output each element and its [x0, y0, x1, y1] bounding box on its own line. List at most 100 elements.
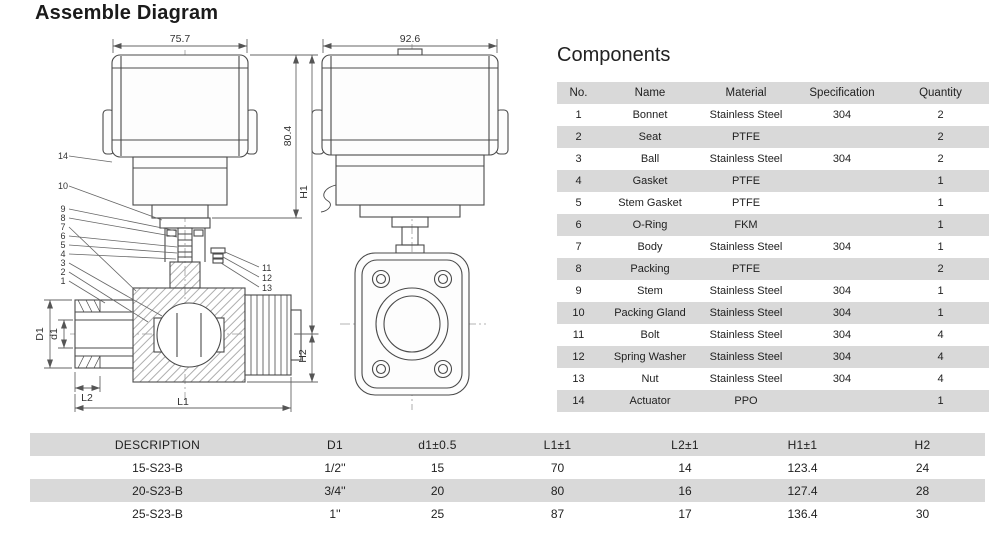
component-name: Gasket: [600, 170, 700, 192]
component-name: Bolt: [640, 329, 660, 341]
component-no: 13: [572, 373, 585, 385]
component-specification: 304: [792, 346, 892, 368]
size-col-h1: H1±1: [745, 433, 860, 456]
component-name: Ball: [640, 153, 660, 165]
dim-front-width-label: 75.7: [170, 33, 191, 45]
component-no: 4: [557, 170, 600, 192]
components-row: 11 Bolt Stainless Steel 304 4: [557, 324, 989, 346]
size-table-body: 15-S23-B 1/2'' 15 70 14 123.4 24 20-S23-…: [30, 456, 985, 525]
part-number-label: 14: [58, 151, 68, 161]
component-quantity: 2: [937, 153, 944, 165]
dim-actuator-height-label: 80.4: [282, 126, 294, 147]
part-number-label: 11: [262, 263, 271, 273]
component-specification: 304: [832, 373, 852, 385]
size-h1: 123.4: [787, 460, 818, 475]
size-h1: 136.4: [787, 506, 818, 521]
component-quantity: 4: [892, 346, 989, 368]
size-d1-small: 25: [430, 506, 445, 521]
actuator-front: [102, 54, 258, 219]
dim-h1-label: H1: [298, 185, 310, 199]
bracket-side: [391, 216, 429, 254]
size-d1: 3/4'': [285, 479, 385, 502]
component-quantity: 1: [892, 214, 989, 236]
component-material: PTFE: [731, 197, 761, 209]
component-no: 6: [557, 214, 600, 236]
page-title: Assemble Diagram: [35, 2, 219, 24]
component-specification: 304: [832, 109, 852, 121]
part-number-label: 9: [60, 204, 65, 214]
part-number-label: 6: [60, 231, 65, 241]
component-name: Nut: [641, 373, 659, 385]
component-material: PTFE: [700, 258, 792, 280]
components-row: 6 O-Ring FKM 1: [557, 214, 989, 236]
part-number-labels: 14 10 9 8 7 6 5 4 3 2 1 11 12 13: [58, 151, 272, 293]
size-d1-small: 15: [430, 460, 445, 475]
component-quantity: 4: [937, 373, 944, 385]
components-row: 13 Nut Stainless Steel 304 4: [557, 368, 989, 390]
size-d1: 1'': [329, 506, 341, 521]
component-quantity: 2: [892, 258, 989, 280]
component-specification: [792, 126, 892, 148]
dim-l1-label: L1: [177, 396, 189, 408]
component-quantity: 2: [892, 126, 989, 148]
components-row: 7 Body Stainless Steel 304 1: [557, 236, 989, 258]
component-specification: [792, 258, 892, 280]
components-col-name: Name: [600, 82, 700, 104]
component-no: 2: [557, 126, 600, 148]
component-no: 11: [572, 329, 585, 341]
component-name: O-Ring: [600, 214, 700, 236]
component-quantity: 4: [937, 329, 944, 341]
part-number-label: 10: [58, 181, 68, 191]
component-no: 12: [557, 346, 600, 368]
dim-h2-label: H2: [297, 349, 309, 363]
dim-d1-inner-label: d1: [48, 328, 60, 340]
component-material: Stainless Steel: [700, 346, 792, 368]
component-specification: 304: [792, 302, 892, 324]
bonnet-hex-front: [74, 299, 134, 369]
size-col-description: DESCRIPTION: [30, 433, 285, 456]
component-name: Stem Gasket: [618, 197, 682, 209]
coupling-front: [244, 294, 302, 376]
part-number-label: 1: [60, 276, 65, 286]
component-no: 14: [557, 390, 600, 412]
component-material: FKM: [700, 214, 792, 236]
components-table-body: 1 Bonnet Stainless Steel 304 2 2 Seat PT…: [557, 104, 989, 412]
component-quantity: 1: [892, 390, 989, 412]
size-h2: 30: [915, 506, 930, 521]
size-h2: 24: [915, 460, 930, 475]
components-row: 9 Stem Stainless Steel 304 1: [557, 280, 989, 302]
size-table-row: 20-S23-B 3/4'' 20 80 16 127.4 28: [30, 479, 985, 502]
component-material: PTFE: [700, 126, 792, 148]
size-l1: 87: [550, 506, 565, 521]
dimension-labels: 75.7 92.6 80.4 H1 H2 D1 d1 L2 L1: [34, 33, 420, 408]
component-quantity: 1: [937, 285, 944, 297]
components-col-material: Material: [700, 82, 792, 104]
component-specification: [792, 170, 892, 192]
dim-d1-outer-label: D1: [34, 327, 46, 341]
size-table-row: 15-S23-B 1/2'' 15 70 14 123.4 24: [30, 456, 985, 479]
size-h1: 127.4: [745, 479, 860, 502]
component-quantity: 1: [892, 302, 989, 324]
size-l1: 70: [550, 460, 565, 475]
size-table: DESCRIPTION D1 d1±0.5 L1±1 L2±1 H1±1 H2 …: [30, 433, 985, 525]
size-description: 15-S23-B: [132, 460, 183, 475]
size-col-l2: L2±1: [625, 433, 745, 456]
component-no: 5: [575, 197, 582, 209]
component-name: Actuator: [600, 390, 700, 412]
part-number-label: 3: [60, 258, 65, 268]
size-h2: 28: [860, 479, 985, 502]
part-number-label: 5: [60, 240, 65, 250]
components-row: 1 Bonnet Stainless Steel 304 2: [557, 104, 989, 126]
component-no: 1: [575, 109, 582, 121]
dim-side-width-label: 92.6: [400, 33, 421, 45]
component-specification: 304: [832, 285, 852, 297]
component-material: Stainless Steel: [709, 241, 783, 253]
component-quantity: 2: [937, 109, 944, 121]
component-no: 10: [557, 302, 600, 324]
flange-side: [354, 252, 470, 396]
components-col-quantity: Quantity: [892, 82, 989, 104]
size-col-h2: H2: [860, 433, 985, 456]
components-row: 5 Stem Gasket PTFE 1: [557, 192, 989, 214]
dimension-lines: [44, 39, 498, 412]
component-no: 7: [575, 241, 582, 253]
